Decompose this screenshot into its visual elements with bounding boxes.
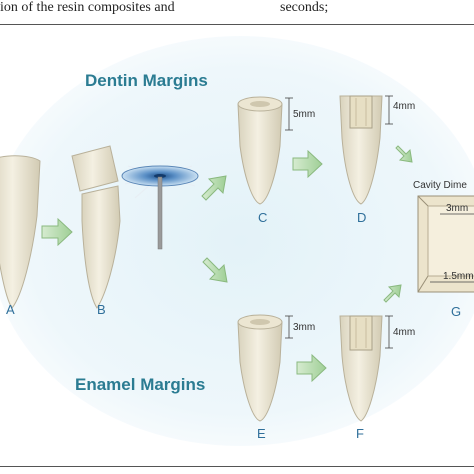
label-d: D (357, 210, 366, 225)
tooth-c (237, 96, 293, 205)
arrow-b-to-e (202, 257, 228, 283)
caption-text-line: ion of the resin composites and seconds; (0, 0, 474, 22)
dentin-margins-title: Dentin Margins (85, 71, 208, 90)
tooth-f (339, 315, 393, 422)
cutting-disc-icon (121, 165, 199, 250)
top-divider (0, 24, 474, 25)
arrow-e-to-f (296, 353, 327, 383)
cavity-dimensions-title: Cavity Dime (413, 180, 467, 191)
measurement-g-top: 3mm (446, 203, 468, 214)
arrow-a-to-b (41, 217, 73, 247)
arrow-d-to-g (395, 145, 413, 163)
enamel-margins-title: Enamel Margins (75, 375, 205, 394)
tooth-e (237, 314, 293, 422)
measurement-f-depth: 4mm (393, 327, 415, 338)
label-f: F (356, 426, 364, 441)
measurement-d-depth: 4mm (393, 101, 415, 112)
arrow-c-to-d (292, 149, 323, 179)
cavity-g (417, 195, 474, 293)
measurement-g-bottom: 1.5mm (443, 271, 474, 282)
measurement-e-depth: 3mm (293, 322, 315, 333)
label-e: E (257, 426, 266, 441)
tooth-d (339, 95, 393, 205)
tooth-a (0, 155, 41, 309)
label-a: A (6, 302, 15, 317)
label-c: C (258, 210, 267, 225)
arrow-f-to-g (383, 284, 402, 303)
background-glow (0, 36, 474, 446)
label-g: G (451, 304, 461, 319)
tooth-b (71, 145, 121, 309)
bottom-divider (0, 466, 474, 467)
caption-right-fragment: seconds; (280, 0, 329, 15)
measurement-c-depth: 5mm (293, 109, 315, 120)
restoration-procedure-diagram: Dentin Margins Enamel Margins A B (0, 36, 474, 446)
label-b: B (97, 302, 106, 317)
caption-left-fragment: ion of the resin composites and (0, 0, 175, 15)
arrow-b-to-c (201, 175, 227, 201)
